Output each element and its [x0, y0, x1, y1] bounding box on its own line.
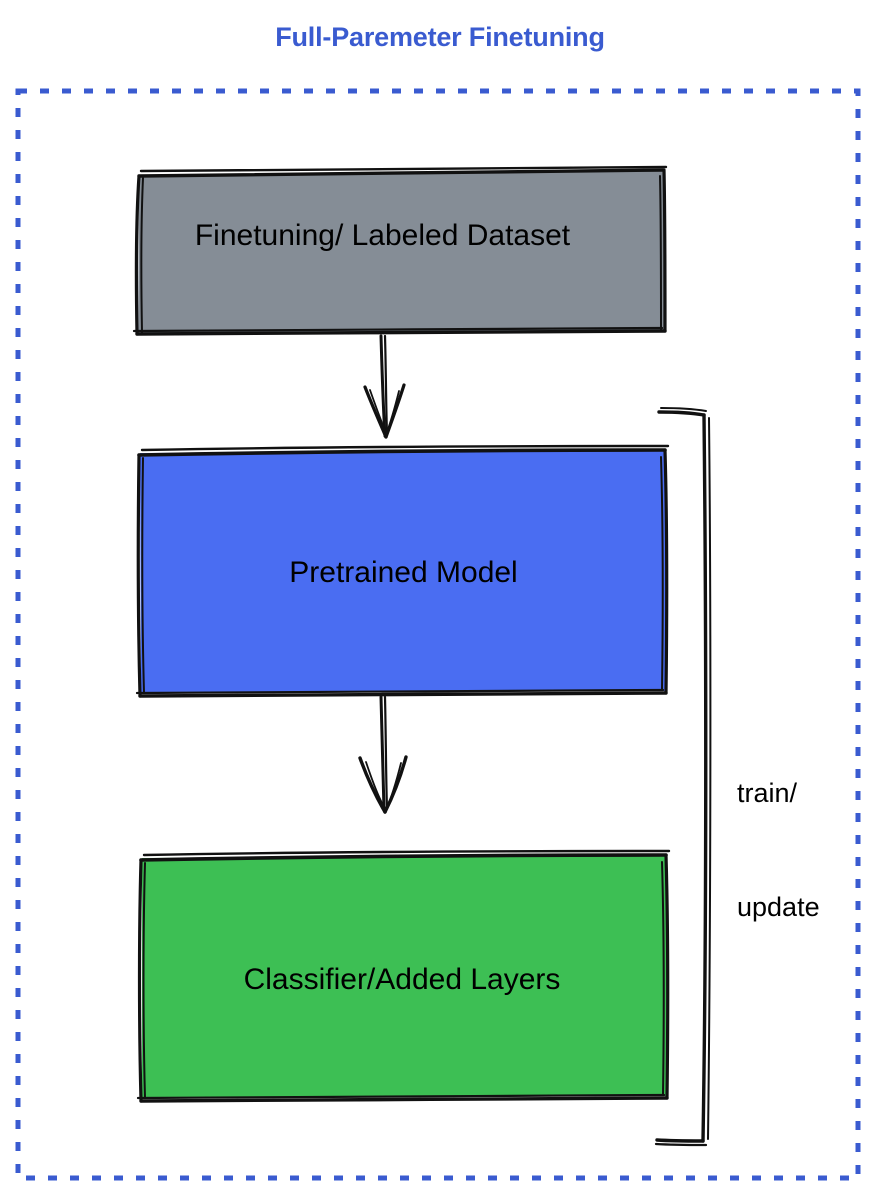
node-dataset-fill	[138, 170, 665, 333]
node-classifier-fill	[142, 855, 667, 1097]
edge-1-shaft-a	[379, 334, 387, 438]
node-pretrained-stroke-left-a	[136, 453, 142, 698]
node-pretrained[interactable]	[135, 444, 670, 698]
node-classifier-stroke-bottom-b	[136, 1093, 666, 1100]
node-pretrained-stroke-bottom-b	[135, 688, 665, 695]
node-dataset-stroke-top-b	[139, 165, 668, 173]
feedback-vertical-a	[701, 413, 708, 1143]
node-label-dataset: Finetuning/ Labeled Dataset	[194, 219, 571, 252]
node-dataset[interactable]	[132, 165, 668, 336]
node-classifier-stroke-right-b	[661, 861, 665, 1096]
node-classifier[interactable]	[136, 849, 671, 1103]
node-classifier-stroke-bottom-a	[139, 1096, 669, 1103]
feedback-top-stub-b	[660, 407, 707, 412]
node-pretrained-stroke-top-b	[140, 444, 670, 452]
node-pretrained-stroke-right-a	[663, 448, 669, 695]
page-title: Full-Paremeter Finetuning	[275, 22, 605, 52]
node-dataset-stroke-bottom-a	[135, 329, 667, 336]
edge-pretrained-to-classifier	[358, 695, 408, 814]
node-dataset-stroke-left-b	[140, 177, 144, 333]
node-classifier-stroke-right-a	[664, 853, 670, 1100]
feedback-top-stub-a	[657, 410, 706, 417]
node-label-pretrained: Pretrained Model	[289, 556, 518, 589]
node-label-classifier: Classifier/Added Layers	[243, 963, 561, 996]
edge-label-train-update: train/ update	[737, 698, 820, 1002]
edge-feedback-loop	[654, 407, 712, 1147]
edge-dataset-to-pretrained	[363, 334, 406, 439]
edge-label-train-update-line1: train/	[737, 778, 798, 808]
node-pretrained-stroke-right-b	[660, 456, 664, 691]
edge-1-head-left-b	[369, 389, 388, 436]
feedback-bottom-stub-b	[654, 1142, 708, 1147]
node-dataset-stroke-left-a	[134, 174, 141, 336]
edge-2-head-left-b	[365, 761, 387, 811]
node-classifier-stroke-left-b	[142, 862, 146, 1099]
feedback-bottom-stub-a	[655, 1138, 705, 1143]
edge-label-train-update-line2: update	[737, 892, 820, 922]
edge-2-shaft-a	[379, 695, 386, 812]
node-pretrained-fill	[140, 450, 666, 692]
edge-1-head-right-b	[385, 390, 400, 436]
edge-2-head-left	[358, 756, 387, 814]
edge-1-shaft-b	[383, 334, 389, 436]
node-pretrained-stroke-bottom-a	[138, 691, 668, 698]
edge-2-shaft-b	[383, 695, 389, 810]
node-classifier-stroke-left-a	[137, 858, 143, 1103]
node-pretrained-stroke-left-b	[141, 457, 145, 694]
edge-1-head-left	[363, 385, 388, 439]
node-classifier-stroke-top-b	[142, 849, 671, 857]
node-classifier-stroke-top-a	[139, 853, 668, 862]
node-pretrained-stroke-top-a	[137, 448, 667, 457]
node-dataset-stroke-bottom-b	[132, 326, 664, 333]
feedback-vertical-b	[707, 417, 712, 1140]
dashed-container	[15, 88, 861, 1181]
edge-2-head-right-b	[385, 762, 402, 811]
node-dataset-stroke-right-a	[662, 168, 667, 333]
dashed-container-border	[15, 88, 861, 1181]
node-dataset-stroke-top-a	[137, 168, 665, 178]
node-dataset-stroke-right-b	[659, 175, 662, 331]
